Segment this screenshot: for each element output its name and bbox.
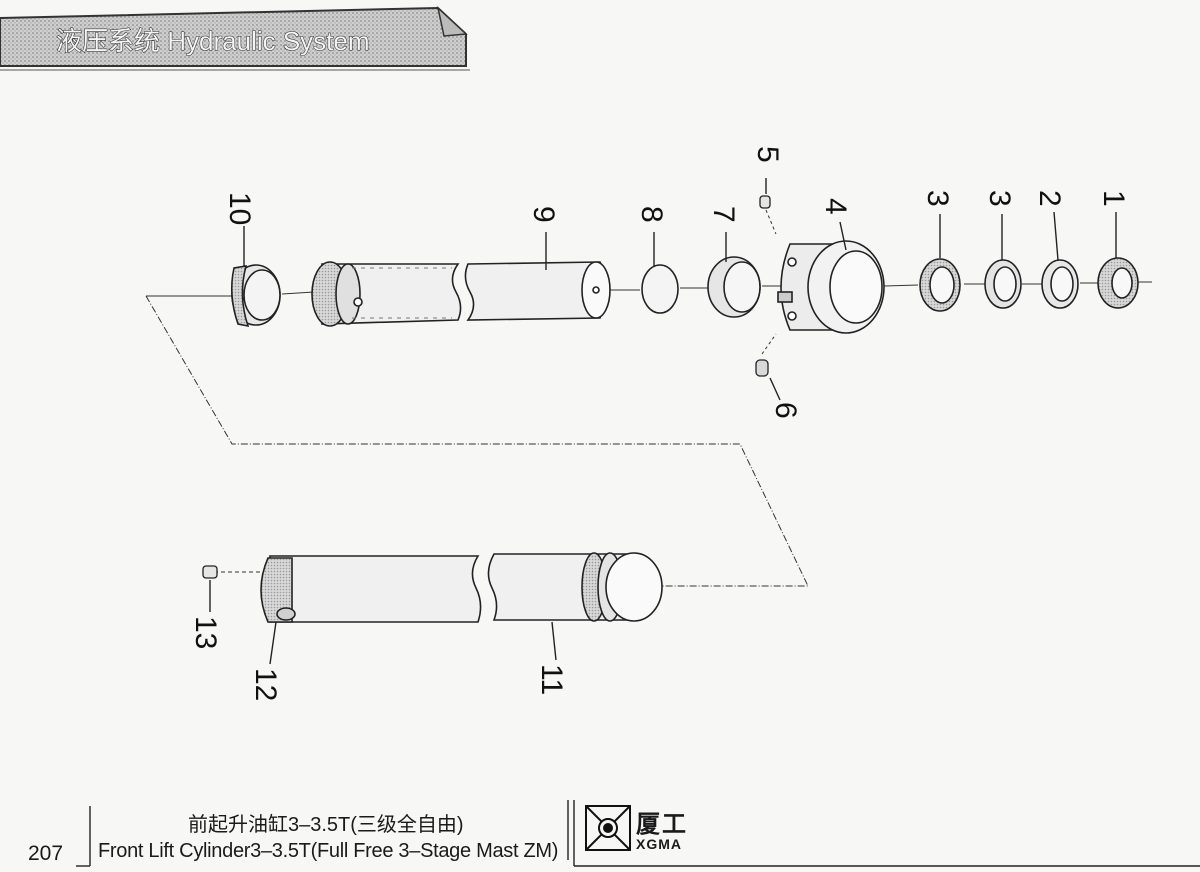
- part-4-cylinder-head: [777, 240, 885, 334]
- callout-5: 5: [751, 146, 784, 163]
- callout-4: 4: [819, 198, 852, 215]
- callout-labels: 1 2 3 3 4 5 6 7 8 9 10 11 12 13: [189, 146, 1130, 701]
- header-banner: 液压系统 Hydraulic System: [0, 5, 470, 71]
- callout-7: 7: [707, 206, 740, 223]
- part-9-piston-rod: [311, 261, 611, 327]
- part-7-ring: [707, 256, 761, 318]
- page-number: 207: [28, 842, 64, 865]
- footer-frame: [76, 800, 1200, 867]
- part-8-seal-disc: [641, 264, 679, 314]
- callout-13: 13: [189, 616, 222, 649]
- part-13-bleed-screw: [202, 565, 218, 579]
- drawing-title-en: Front Lift Cylinder3–3.5T(Full Free 3–St…: [98, 840, 559, 862]
- xgma-logo-icon: [585, 805, 631, 851]
- part-1-dust-seal: [1097, 257, 1139, 309]
- callout-1: 1: [1097, 190, 1130, 207]
- callout-2: 2: [1033, 190, 1066, 207]
- part-12-barrel-end: [260, 557, 296, 623]
- header-title: 液压系统 Hydraulic System: [56, 26, 370, 56]
- part-2-seal: [1041, 259, 1079, 309]
- drawing-title-cn: 前起升油缸3–3.5T(三级全自由): [188, 814, 464, 836]
- callout-ticks: [209, 178, 1117, 665]
- callout-3a: 3: [983, 190, 1016, 207]
- brand-name-en: XGMA: [636, 836, 682, 852]
- callout-9: 9: [527, 206, 560, 223]
- part-6-fitting: [755, 359, 769, 377]
- callout-10: 10: [223, 192, 256, 225]
- callout-11: 11: [535, 664, 568, 695]
- part-3-seal-a: [919, 258, 961, 312]
- callout-6: 6: [769, 402, 802, 419]
- part-11-cylinder-barrel: [269, 552, 663, 623]
- callout-8: 8: [635, 206, 668, 223]
- part-5-fitting: [759, 195, 771, 209]
- callout-3b: 3: [921, 190, 954, 207]
- part-10-guide-ring: [230, 264, 281, 328]
- callout-12: 12: [249, 668, 282, 701]
- part-3-seal-b: [984, 259, 1022, 309]
- brand-name-cn: 厦工: [636, 811, 688, 838]
